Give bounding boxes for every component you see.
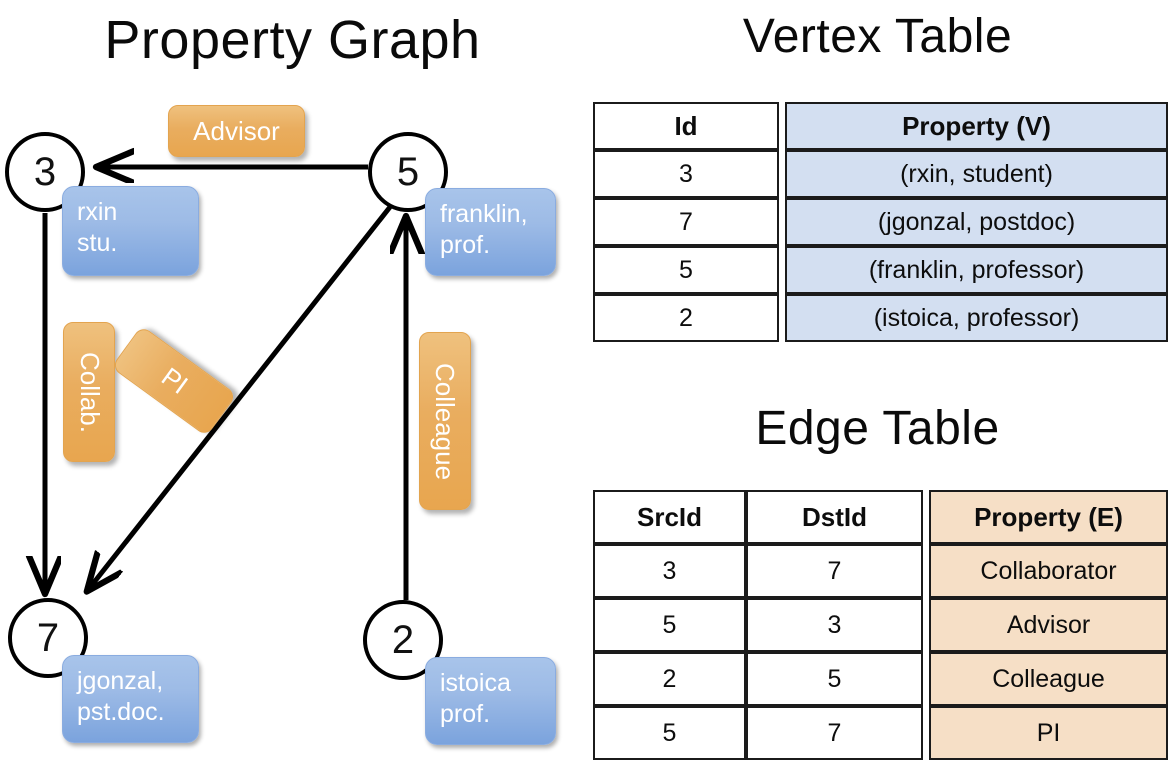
vertex-row-2-id: 5 [593, 246, 779, 294]
edge-label-collab: Collab. [63, 322, 115, 462]
node-property-istoica-line2: prof. [440, 700, 491, 728]
graph-node-2-label: 2 [391, 617, 415, 662]
graph-node-3-label: 3 [33, 149, 57, 194]
edge-row-3-dst: 7 [746, 706, 923, 760]
table-row: 2 5 Colleague [593, 652, 1168, 706]
vertex-table-header-id: Id [593, 102, 779, 150]
edge-row-1-property: Advisor [929, 598, 1168, 652]
vertex-table-header-property: Property (V) [785, 102, 1168, 150]
graph-node-2[interactable]: 2 [363, 600, 443, 680]
vertex-row-3-id: 2 [593, 294, 779, 342]
node-property-jgonzal-line1: jgonzal, [77, 667, 164, 695]
vertex-row-3-property: (istoica, professor) [785, 294, 1168, 342]
graph-node-7-label: 7 [36, 615, 60, 660]
edge-table-header-dstid: DstId [746, 490, 923, 544]
edge-label-advisor: Advisor [168, 105, 305, 157]
edge-label-colleague-text: Colleague [430, 362, 461, 480]
edge-row-0-dst: 7 [746, 544, 923, 598]
node-property-box-franklin: franklin, prof. [425, 188, 556, 276]
edge-5-to-7 [88, 205, 392, 590]
table-row: 5 7 PI [593, 706, 1168, 760]
edge-row-3-property: PI [929, 706, 1168, 760]
vertex-row-1-id: 7 [593, 198, 779, 246]
page-title-edge-table: Edge Table [755, 402, 1000, 455]
edge-label-colleague: Colleague [419, 332, 471, 510]
graph-edges-svg [0, 0, 585, 600]
vertex-row-0-id: 3 [593, 150, 779, 198]
page-title-property-graph: Property Graph [104, 10, 481, 70]
vertex-row-0-property: (rxin, student) [785, 150, 1168, 198]
vertex-row-1-property: (jgonzal, postdoc) [785, 198, 1168, 246]
edge-row-0-src: 3 [593, 544, 746, 598]
node-property-box-istoica: istoica prof. [425, 657, 556, 745]
edge-table-header-property: Property (E) [929, 490, 1168, 544]
graph-node-5[interactable]: 5 [368, 132, 448, 212]
table-row: 7 (jgonzal, postdoc) [593, 198, 1168, 246]
edge-row-2-property: Colleague [929, 652, 1168, 706]
node-property-box-jgonzal: jgonzal, pst.doc. [62, 655, 199, 743]
property-graph-panel: 3 5 7 2 rxin stu. franklin, prof. jgonza… [0, 0, 585, 745]
node-property-box-rxin: rxin stu. [62, 186, 199, 276]
edge-table-header-srcid: SrcId [593, 490, 746, 544]
edge-row-1-dst: 3 [746, 598, 923, 652]
table-row: 3 (rxin, student) [593, 150, 1168, 198]
edge-table: SrcId DstId Property (E) 3 7 Collaborato… [593, 490, 1168, 760]
table-row: 5 (franklin, professor) [593, 246, 1168, 294]
graph-node-5-label: 5 [396, 149, 420, 194]
edge-label-collab-text: Collab. [74, 351, 105, 433]
edge-row-2-src: 2 [593, 652, 746, 706]
node-property-rxin-line1: rxin [77, 198, 118, 226]
table-row: 5 3 Advisor [593, 598, 1168, 652]
table-row: 2 (istoica, professor) [593, 294, 1168, 342]
node-property-istoica-line1: istoica [440, 669, 511, 697]
edge-row-2-dst: 5 [746, 652, 923, 706]
vertex-table-header-row: Id Property (V) [593, 102, 1168, 150]
node-property-franklin-line1: franklin, [440, 200, 528, 228]
edge-label-pi-text: PI [155, 361, 194, 400]
edge-row-1-src: 5 [593, 598, 746, 652]
edge-label-advisor-text: Advisor [193, 115, 280, 146]
node-property-franklin-line2: prof. [440, 231, 491, 259]
node-property-jgonzal-line2: pst.doc. [77, 698, 165, 726]
vertex-row-2-property: (franklin, professor) [785, 246, 1168, 294]
node-property-rxin-line2: stu. [77, 229, 118, 257]
vertex-table: Id Property (V) 3 (rxin, student) 7 (jgo… [593, 102, 1168, 342]
edge-table-header-row: SrcId DstId Property (E) [593, 490, 1168, 544]
edge-row-3-src: 5 [593, 706, 746, 760]
page-title-vertex-table: Vertex Table [742, 10, 1013, 63]
edge-row-0-property: Collaborator [929, 544, 1168, 598]
table-row: 3 7 Collaborator [593, 544, 1168, 598]
